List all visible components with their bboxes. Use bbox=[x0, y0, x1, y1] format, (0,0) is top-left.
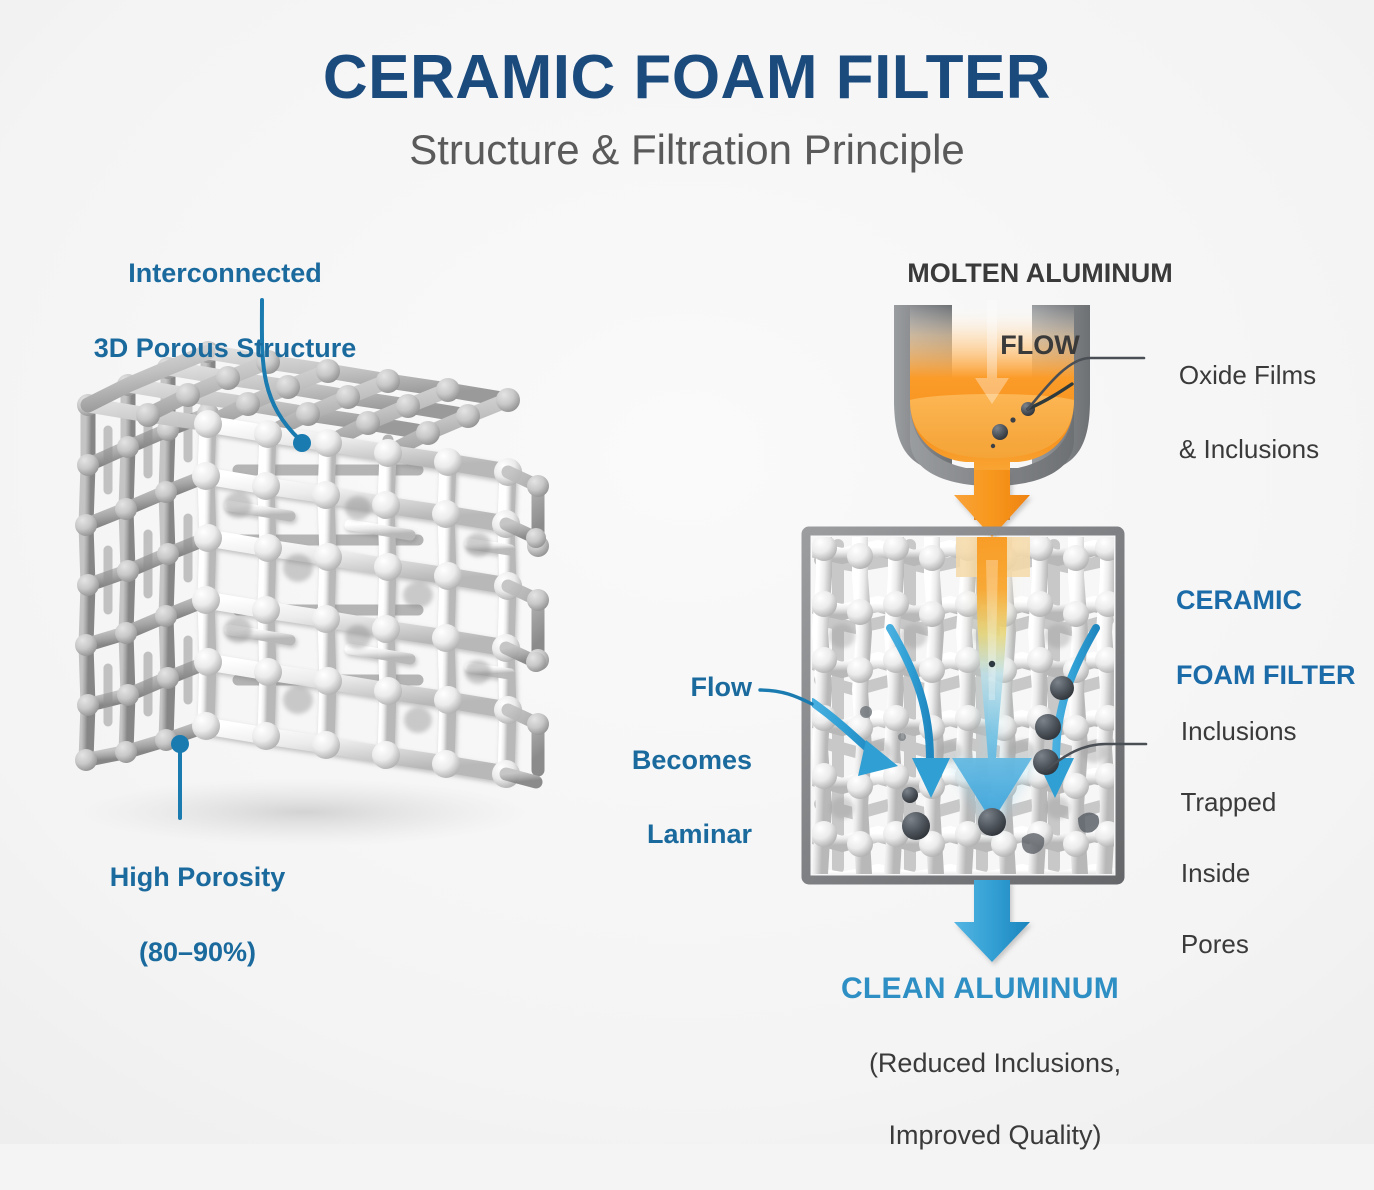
label-molten-aluminum-flow: MOLTEN ALUMINUM FLOW bbox=[810, 220, 1240, 400]
inclusion-particle bbox=[992, 424, 1008, 440]
callout-interconnected-line2: 3D Porous Structure bbox=[93, 332, 357, 363]
label-clean-aluminum-detail: (Reduced Inclusions, Improved Quality) bbox=[740, 1010, 1220, 1190]
label-flow-becomes-laminar: Flow Becomes Laminar bbox=[560, 632, 752, 889]
oxide-label-line2: & Inclusions bbox=[1178, 433, 1320, 464]
inclusion-particle bbox=[990, 443, 996, 449]
label-clean-aluminum: CLEAN ALUMINUM bbox=[840, 972, 1120, 1005]
leader-dot-porosity bbox=[171, 735, 189, 753]
inclusions-label-line2: Trapped bbox=[1180, 786, 1277, 817]
oxide-label-line1: Oxide Films bbox=[1178, 359, 1317, 390]
inclusion-particle bbox=[902, 787, 918, 803]
clean-detail-line1: (Reduced Inclusions, bbox=[868, 1047, 1122, 1078]
vessel-base bbox=[910, 400, 1074, 486]
cff-label-line1: CERAMIC bbox=[1176, 585, 1303, 616]
right-leader-lines bbox=[758, 356, 1148, 770]
inclusion-particle bbox=[1035, 714, 1061, 740]
inclusion-particle bbox=[1021, 833, 1045, 854]
callout-interconnected: Interconnected 3D Porous Structure bbox=[0, 218, 420, 404]
inclusion-particle bbox=[860, 706, 872, 718]
label-inclusions-trapped: Inclusions Trapped Inside Pores bbox=[1152, 678, 1374, 998]
inclusion-particle bbox=[1033, 749, 1059, 775]
inclusion-particle bbox=[988, 660, 996, 668]
infographic-canvas: CERAMIC FOAM FILTER Structure & Filtrati… bbox=[0, 0, 1374, 1150]
cff-label-line2: FOAM FILTER bbox=[1176, 659, 1356, 690]
melt-internal-arrow-icon bbox=[975, 300, 1009, 404]
page-title: CERAMIC FOAM FILTER bbox=[322, 43, 1052, 112]
inclusion-particle bbox=[1010, 417, 1016, 423]
molten-aluminum-vessel bbox=[894, 300, 1090, 537]
inclusions-label-line3: Inside bbox=[1180, 858, 1251, 889]
cube-front-face bbox=[192, 410, 549, 789]
background bbox=[0, 0, 1374, 1144]
inclusion-particle bbox=[898, 733, 906, 741]
clean-detail-line2: Improved Quality) bbox=[888, 1119, 1102, 1150]
filter-frame bbox=[801, 526, 1125, 885]
inclusions-label-line4: Pores bbox=[1180, 929, 1249, 960]
leader-line-oxide bbox=[1026, 356, 1146, 411]
oxide-inclusions-in-melt bbox=[990, 382, 1074, 449]
cube-shadow bbox=[75, 778, 535, 846]
callout-porosity-line2: (80–90%) bbox=[138, 936, 257, 967]
oxide-film-streak bbox=[1026, 382, 1074, 411]
inclusion-particle bbox=[902, 812, 930, 840]
page-subtitle: Structure & Filtration Principle bbox=[409, 126, 965, 173]
leader-line-laminar bbox=[758, 688, 814, 706]
clean-aluminum-arrow-icon bbox=[954, 880, 1030, 962]
infographic-graphics bbox=[0, 0, 1374, 1144]
laminar-entry-arrowhead bbox=[858, 740, 898, 776]
inclusion-particle bbox=[1078, 812, 1100, 833]
laminar-label-line2: Becomes bbox=[631, 745, 752, 776]
leader-line-interconnected bbox=[259, 298, 302, 442]
callout-interconnected-line1: Interconnected bbox=[128, 258, 322, 289]
laminar-label-line3: Laminar bbox=[646, 818, 752, 849]
callout-high-porosity: High Porosity (80–90%) bbox=[0, 822, 365, 1008]
inclusion-particle bbox=[1050, 676, 1074, 700]
ceramic-foam-filter-box bbox=[801, 526, 1125, 962]
laminar-label-line1: Flow bbox=[690, 671, 753, 702]
inclusion-particle bbox=[978, 808, 1006, 836]
trapped-inclusions bbox=[860, 676, 1100, 854]
label-ceramic-foam-filter: CERAMIC FOAM FILTER bbox=[1146, 545, 1374, 731]
foam-cube-illustration bbox=[75, 298, 549, 846]
callout-porosity-line1: High Porosity bbox=[109, 862, 286, 893]
molten-pour-arrow-icon bbox=[954, 470, 1030, 537]
leader-line-inclusions bbox=[1046, 742, 1148, 770]
leader-dot-interconnected bbox=[293, 434, 311, 452]
molten-label-line1: MOLTEN ALUMINUM bbox=[907, 257, 1173, 288]
filter-foam-texture bbox=[812, 537, 1114, 874]
molten-label-line2: FLOW bbox=[1000, 329, 1080, 360]
inclusions-label-line1: Inclusions bbox=[1180, 715, 1297, 746]
label-oxide-films-inclusions: Oxide Films & Inclusions bbox=[1150, 320, 1374, 505]
flow-plume bbox=[952, 537, 1032, 822]
